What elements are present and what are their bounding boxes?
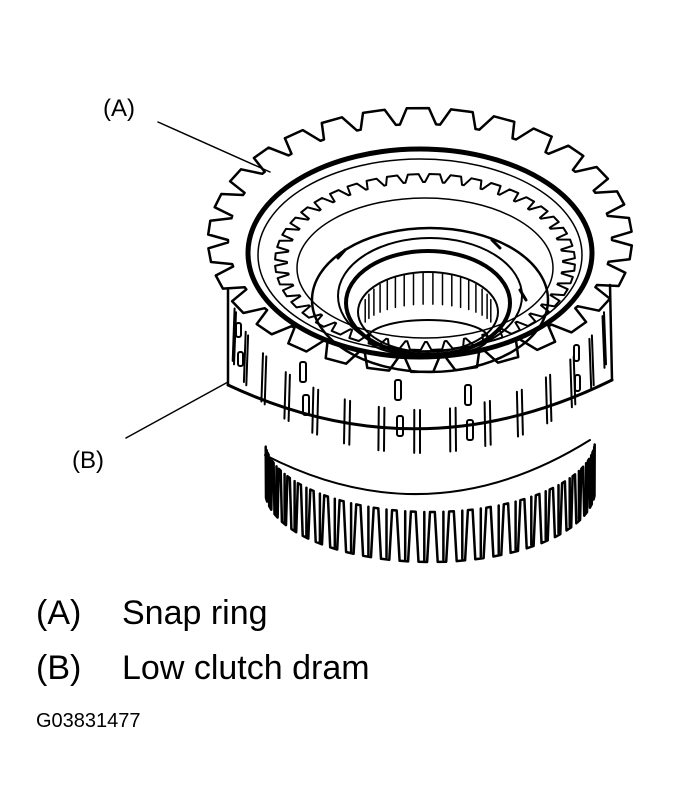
callout-a-label: (A): [103, 95, 135, 122]
callout-b-label: (B): [72, 447, 104, 474]
inner-spline-ring: [274, 173, 576, 351]
figure-id: G03831477: [36, 710, 141, 732]
legend-item-snap-ring: (A) Snap ring: [36, 596, 268, 630]
legend-text: Low clutch dram: [122, 649, 370, 687]
legend-item-low-clutch-drum: (B) Low clutch dram: [36, 651, 370, 685]
inner-spline-teeth: [274, 173, 576, 351]
hub-inner-spline: [364, 271, 492, 323]
clutch-drum-illustration: [125, 106, 634, 564]
drum-shell: [206, 106, 634, 454]
legend-key: (B): [36, 649, 82, 687]
drum-ribs: [231, 307, 607, 454]
legend-key: (A): [36, 594, 82, 632]
drum-slots: [235, 322, 581, 441]
leader-line-a: [157, 121, 271, 173]
lower-gear-teeth: [264, 443, 596, 564]
center-hub: [310, 226, 550, 374]
lower-gear: [264, 439, 596, 564]
leader-line-b: [125, 381, 229, 439]
legend-text: Snap ring: [122, 594, 268, 632]
